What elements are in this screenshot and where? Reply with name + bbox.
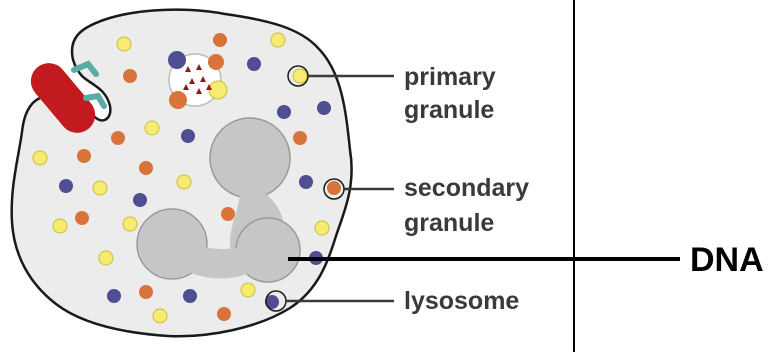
lysosome-granule-2	[181, 129, 195, 143]
lysosome-granule-7	[299, 175, 313, 189]
primary-granule-10	[315, 221, 329, 235]
secondary-granule-5	[139, 161, 153, 175]
secondary-granule-1	[213, 33, 227, 47]
lysosome-granule-4	[277, 105, 291, 119]
primary-granule-11	[99, 251, 113, 265]
lysosome-label: lysosome	[404, 287, 519, 315]
primary-granule-1	[117, 37, 131, 51]
secondary-granule-6	[293, 131, 307, 145]
secondary-granule-3	[111, 131, 125, 145]
secondary-granule-8	[221, 207, 235, 221]
primary-granule-label-line1: primary	[404, 63, 496, 91]
primary-granule-7	[177, 175, 191, 189]
primary-granule-12	[241, 283, 255, 297]
lysosome-granule-5	[59, 179, 73, 193]
primary-granule-label-line2: granule	[404, 96, 494, 124]
lysosome-granule-1	[247, 57, 261, 71]
secondary-granule-9	[327, 181, 341, 195]
primary-granule-5	[33, 151, 47, 165]
lysosome-granule-10	[183, 289, 197, 303]
lysosome-granule-9	[107, 289, 121, 303]
primary-granule-2	[271, 33, 285, 47]
secondary-granule-label-line1: secondary	[404, 174, 529, 202]
secondary-granule-4	[77, 149, 91, 163]
primary-granule-13	[153, 309, 167, 323]
primary-granule-8	[53, 219, 67, 233]
primary-granule-4	[145, 121, 159, 135]
primary-granule-6	[93, 181, 107, 195]
dna-callout: DNA	[288, 241, 764, 279]
secondary-granule-callout: secondary granule	[324, 174, 529, 237]
lysosome-granule-3	[317, 101, 331, 115]
primary-granule-3	[293, 69, 307, 83]
dna-label: DNA	[690, 241, 764, 279]
lysosome-granule-6	[133, 193, 147, 207]
secondary-granule-10	[139, 285, 153, 299]
secondary-granule-2	[123, 69, 137, 83]
secondary-granule-7	[75, 211, 89, 225]
secondary-granule-label-line2: granule	[404, 209, 494, 237]
primary-granule-9	[123, 217, 137, 231]
secondary-granule-11	[217, 307, 231, 321]
